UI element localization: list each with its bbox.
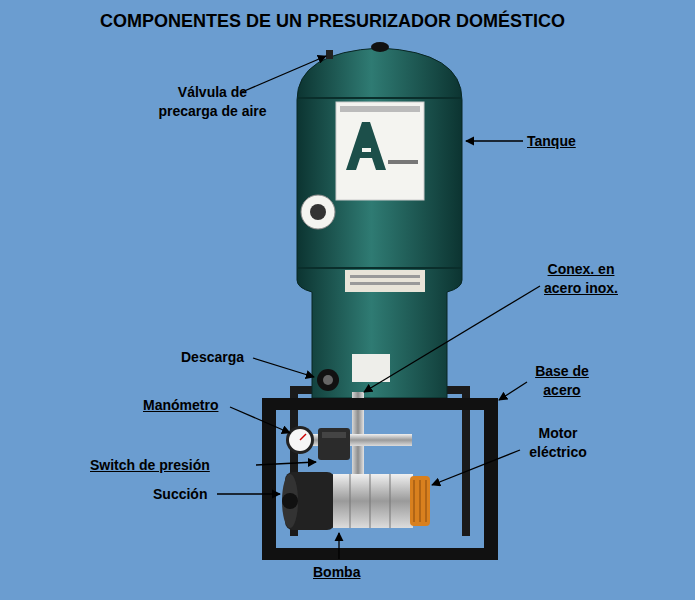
part-label: Manómetro: [143, 396, 218, 415]
pressure-switch: [318, 428, 350, 460]
part-label: Válvula de precarga de aire: [150, 83, 275, 121]
discharge-outlet: [317, 369, 339, 391]
part-label: Base de acero: [528, 362, 596, 400]
part-label: Succión: [153, 485, 207, 504]
part-label: Tanque: [527, 132, 576, 151]
diagram-title: COMPONENTES DE UN PRESURIZADOR DOMÉSTICO: [0, 10, 665, 32]
leader-lines: [217, 56, 540, 559]
pump: [282, 472, 430, 530]
pressure-gauge: [286, 426, 314, 454]
part-label: Bomba: [313, 563, 360, 582]
part-label: Descarga: [181, 348, 244, 367]
part-label: Conex. en acero inox.: [535, 260, 627, 298]
steel-base-front: [262, 398, 498, 560]
part-label: Switch de presión: [90, 456, 210, 475]
tank: [297, 42, 462, 398]
part-label: Motor eléctrico: [521, 424, 595, 462]
